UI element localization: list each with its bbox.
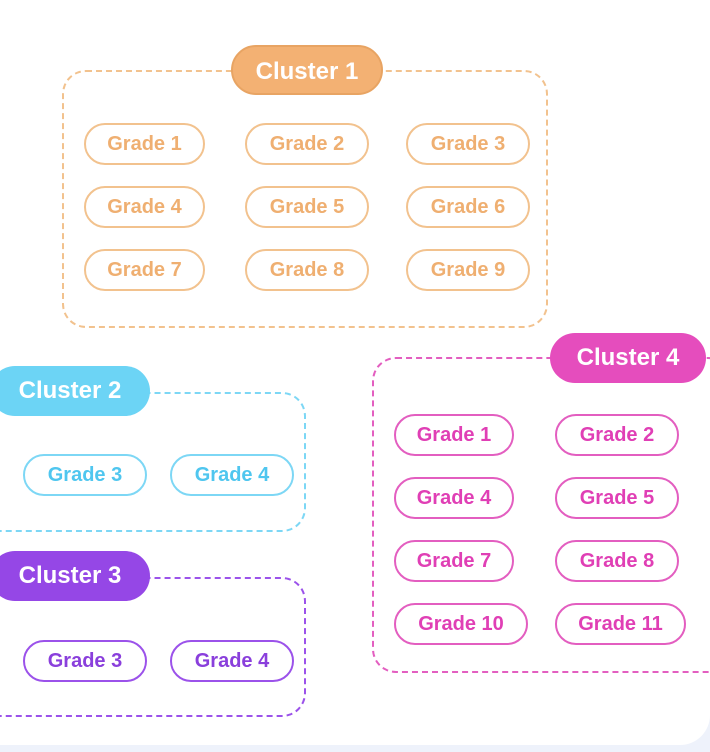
cluster-4-group [372, 357, 710, 673]
cluster-2-group [0, 392, 306, 532]
cluster-1-grade-pill: Grade 7 [84, 249, 205, 291]
cluster-1-title: Cluster 1 [231, 45, 383, 95]
cluster-2-grade-pill: Grade 4 [170, 454, 294, 496]
cluster-3-group [0, 577, 306, 717]
cluster-1-grade-pill: Grade 4 [84, 186, 205, 228]
cluster-2-grade-pill: Grade 3 [23, 454, 147, 496]
cluster-1-grade-pill: Grade 8 [245, 249, 369, 291]
cluster-4-grade-pill: Grade 8 [555, 540, 679, 582]
cluster-4-grade-pill: Grade 11 [555, 603, 686, 645]
cluster-1-grade-pill: Grade 1 [84, 123, 205, 165]
cluster-4-title: Cluster 4 [550, 333, 706, 383]
cluster-4-grade-pill: Grade 2 [555, 414, 679, 456]
cluster-4-grade-pill: Grade 4 [394, 477, 514, 519]
cluster-3-title: Cluster 3 [0, 551, 150, 601]
cluster-2-title: Cluster 2 [0, 366, 150, 416]
cluster-4-grade-pill: Grade 5 [555, 477, 679, 519]
cluster-4-grade-pill: Grade 10 [394, 603, 528, 645]
cluster-4-grade-pill: Grade 1 [394, 414, 514, 456]
cluster-3-grade-pill: Grade 4 [170, 640, 294, 682]
cluster-1-grade-pill: Grade 2 [245, 123, 369, 165]
cluster-1-grade-pill: Grade 6 [406, 186, 530, 228]
cluster-4-grade-pill: Grade 7 [394, 540, 514, 582]
cluster-1-grade-pill: Grade 3 [406, 123, 530, 165]
cluster-1-grade-pill: Grade 9 [406, 249, 530, 291]
cluster-3-grade-pill: Grade 3 [23, 640, 147, 682]
cluster-1-grade-pill: Grade 5 [245, 186, 369, 228]
